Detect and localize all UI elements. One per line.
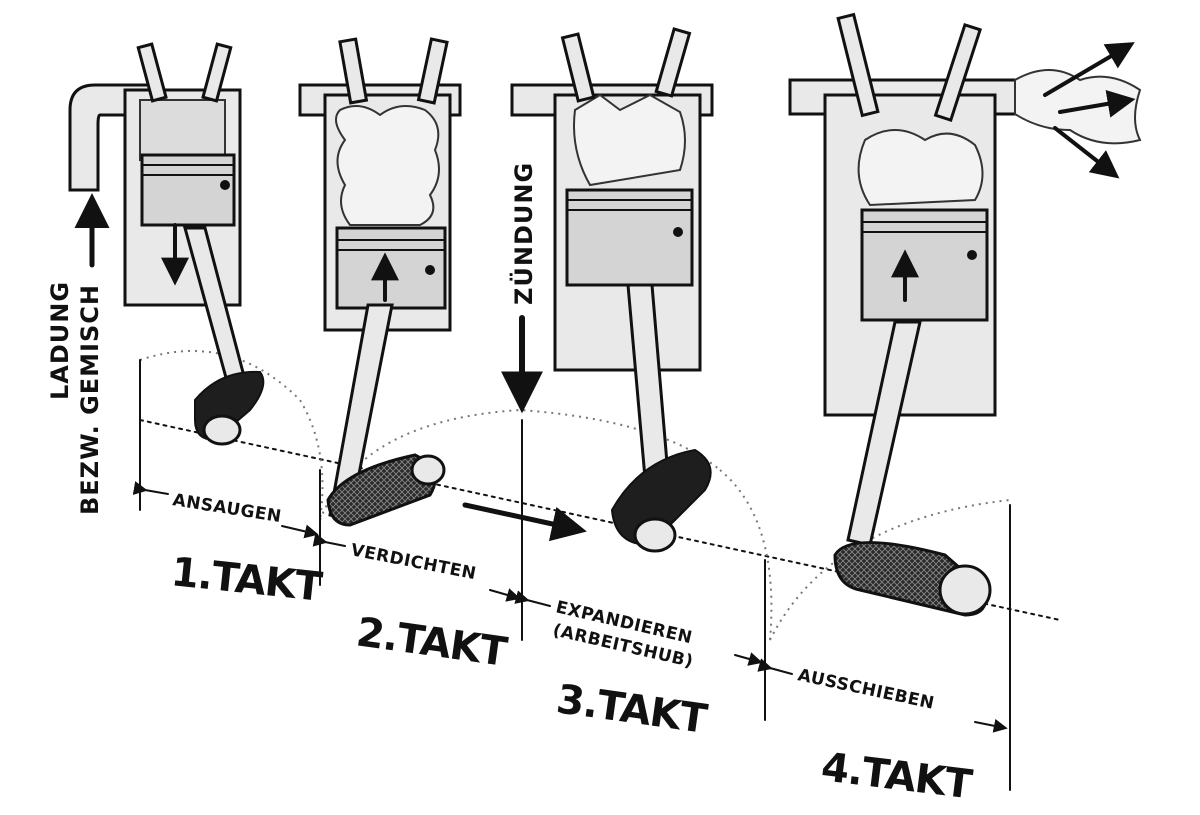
takt-label-3: 3.TAKT [554,676,711,743]
piston-cylinder-4 [823,12,997,617]
crankshaft-1 [194,370,265,446]
crankshaft-3 [610,448,712,553]
crankshaft-2 [326,453,446,527]
mixture-label: BEZW. GEMISCH [76,284,104,515]
takt-label-2: 2.TAKT [354,609,511,676]
rotation-arrow-icon [462,502,587,542]
exhaust-arrows-icon [1043,42,1136,179]
phase-label-2: VERDICHTEN [349,540,478,584]
phase-arrows [132,481,1008,733]
ignition-label: ZÜNDUNG [508,162,538,305]
piston-cylinder-3 [510,27,714,553]
piston-cylinder-2 [298,37,462,527]
phase-label-1: ANSAUGEN [171,490,283,527]
phase-label-4: AUSSCHIEBEN [796,665,936,713]
charge-label: LADUNG [46,281,74,400]
crankshaft-4 [833,541,992,617]
takt-label-1: 1.TAKT [169,549,325,611]
piston-cylinder-1 [123,42,265,446]
takt-label-4: 4.TAKT [819,744,976,808]
